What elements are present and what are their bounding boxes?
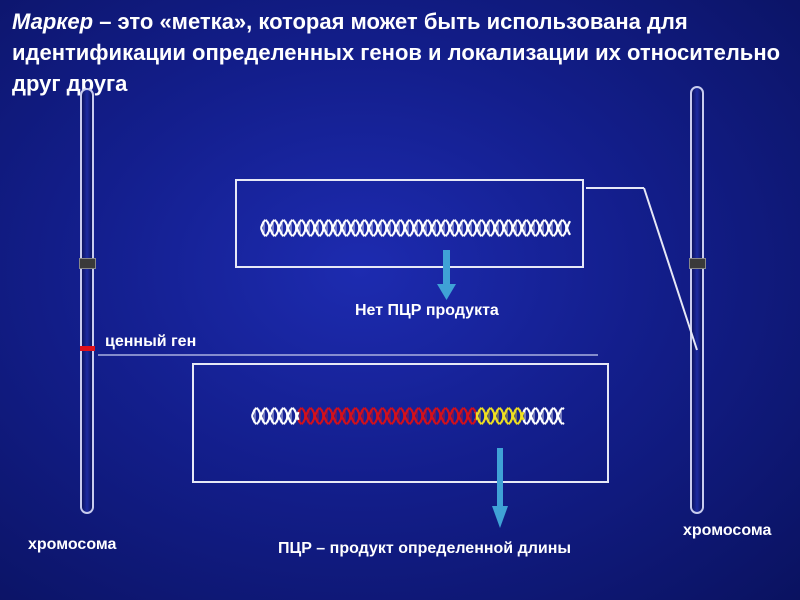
right-chromosome bbox=[689, 86, 706, 514]
right-chromosome-band bbox=[689, 258, 706, 269]
dna-helix-top bbox=[259, 219, 571, 237]
gene-label: ценный ген bbox=[105, 333, 197, 350]
chromosome-left-label: хромосома bbox=[28, 536, 117, 553]
left-chromosome-band bbox=[79, 258, 96, 269]
title-definition: – это «метка», которая может быть исполь… bbox=[12, 9, 781, 96]
title-term: Маркер bbox=[12, 9, 94, 34]
pcr-product-label: ПЦР – продукт определенной длины bbox=[278, 540, 572, 557]
dna-helix-bottom bbox=[250, 407, 565, 425]
slide-title: Маркер – это «метка», которая может быть… bbox=[12, 6, 792, 99]
gene-band bbox=[80, 346, 95, 351]
no-pcr-label: Нет ПЦР продукта bbox=[355, 302, 499, 319]
chromosome-right-label: хромосома bbox=[683, 522, 772, 539]
pcr-product-box bbox=[192, 363, 609, 483]
no-product-box bbox=[235, 179, 584, 268]
left-chromosome bbox=[79, 88, 96, 514]
